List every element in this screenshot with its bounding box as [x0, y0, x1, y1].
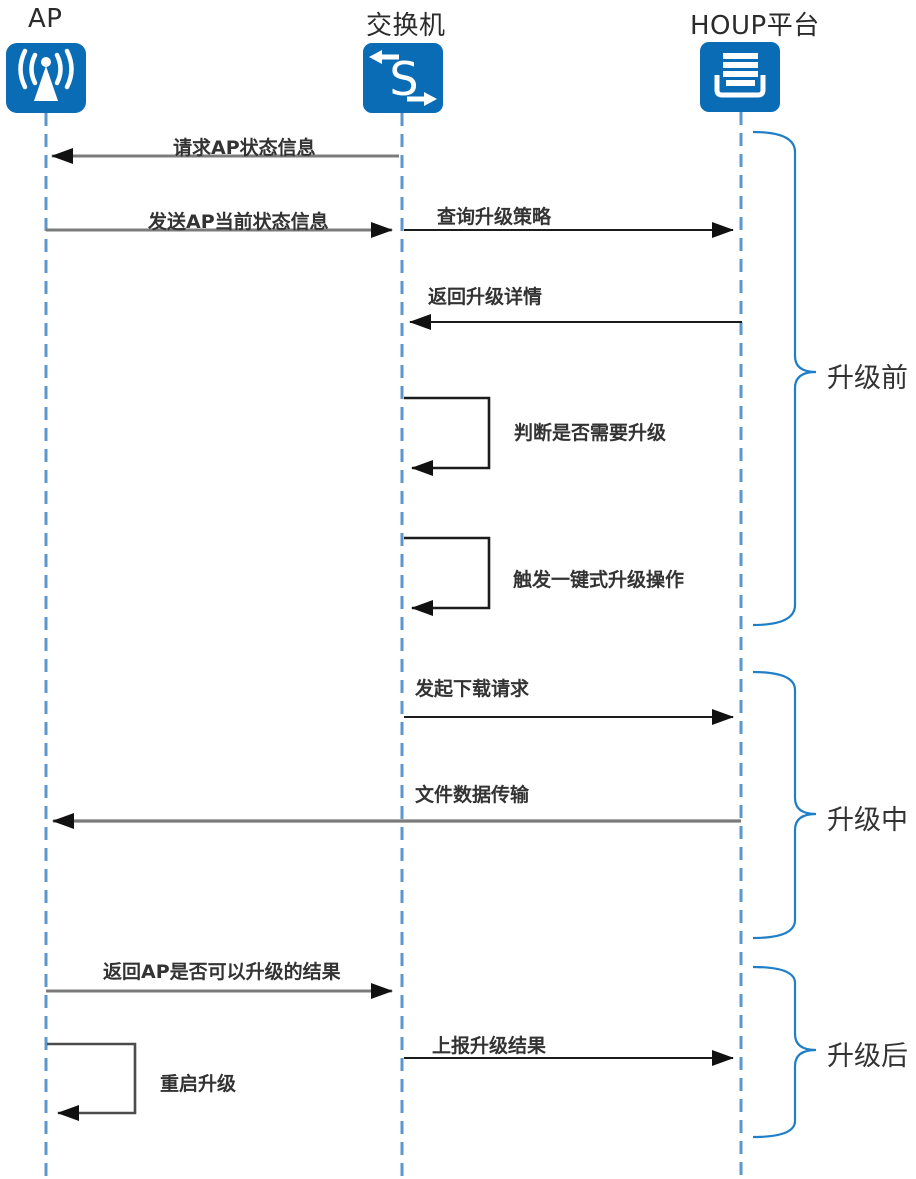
- switch-icon: S: [363, 43, 443, 113]
- self-loop-restart-upgrade: [47, 1042, 137, 1121]
- message-label-initiate-download: 发起下载请求: [415, 678, 530, 700]
- phase-label-during-upgrade: 升级中: [827, 805, 908, 836]
- message-label-file-data-transfer: 文件数据传输: [415, 784, 530, 806]
- brace-phase-1: [752, 130, 817, 627]
- actor-label-platform: HOUP平台: [690, 11, 820, 41]
- message-label-report-upgrade-result: 上报升级结果: [432, 1035, 547, 1057]
- message-label-send-ap-status: 发送AP当前状态信息: [148, 211, 329, 233]
- message-label-query-upgrade-policy: 查询升级策略: [437, 206, 552, 228]
- message-label-return-ap-upgrade-result: 返回AP是否可以升级的结果: [103, 961, 341, 983]
- brace-phase-3: [752, 965, 817, 1139]
- message-label-return-upgrade-details: 返回升级详情: [428, 286, 543, 308]
- phase-label-before-upgrade: 升级前: [827, 363, 908, 394]
- message-label-request-ap-status: 请求AP状态信息: [173, 137, 316, 159]
- brace-phase-2: [752, 670, 817, 940]
- phase-braces: [752, 130, 817, 1139]
- message-label-trigger-one-click: 触发一键式升级操作: [513, 569, 685, 591]
- lifelines: [44, 112, 743, 1179]
- message-arrows: [46, 148, 742, 1121]
- wireless-ap-icon: [6, 43, 86, 113]
- self-loop-judge-upgrade: [404, 396, 491, 476]
- self-loop-trigger-one-click: [404, 536, 491, 616]
- actor-label-ap: AP: [28, 4, 63, 34]
- message-label-judge-upgrade: 判断是否需要升级: [514, 422, 667, 444]
- message-label-restart-upgrade: 重启升级: [160, 1073, 237, 1095]
- platform-icon: [700, 42, 780, 112]
- phase-label-after-upgrade: 升级后: [827, 1041, 908, 1072]
- actor-label-switch: 交换机: [366, 11, 446, 41]
